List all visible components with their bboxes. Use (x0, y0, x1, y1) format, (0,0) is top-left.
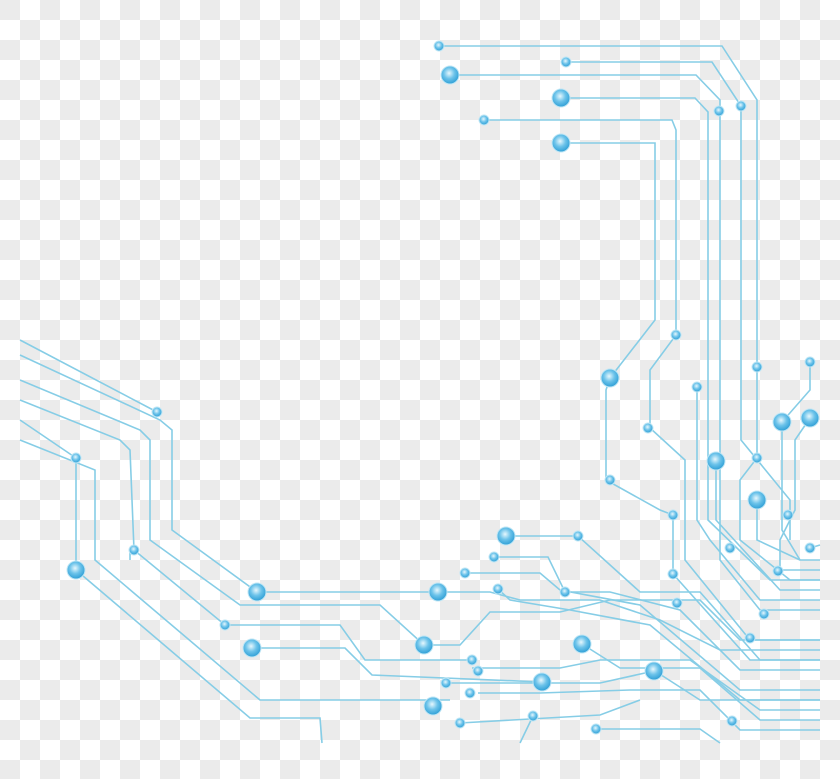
circuit-node (66, 560, 86, 580)
circuit-node (551, 133, 571, 153)
circuit-node (466, 654, 478, 666)
trace (781, 362, 820, 561)
trace (450, 74, 820, 611)
circuit-node (782, 509, 794, 521)
trace (779, 417, 820, 571)
circuit-node (551, 88, 571, 108)
circuit-node (414, 635, 434, 655)
circuit-node (772, 412, 792, 432)
circuit-node (744, 632, 756, 644)
trace (19, 439, 450, 701)
trace (484, 119, 820, 641)
circuit-node (454, 717, 466, 729)
circuit-node (247, 582, 267, 602)
circuit-node (128, 544, 140, 556)
trace (596, 728, 721, 744)
circuit-node (706, 451, 726, 471)
trace (715, 461, 820, 591)
circuit-node (604, 474, 616, 486)
circuit-node (642, 422, 654, 434)
circuit-node (527, 710, 539, 722)
circuit-node (560, 56, 572, 68)
circuit-node (758, 608, 770, 620)
circuit-node (70, 452, 82, 464)
circuit-node (691, 381, 703, 393)
trace (19, 399, 470, 661)
circuit-node (667, 568, 679, 580)
circuit-node (670, 329, 682, 341)
circuit-node (726, 715, 738, 727)
circuit-node (151, 406, 163, 418)
circuit-node (735, 100, 747, 112)
trace (566, 61, 791, 540)
circuit-node (532, 672, 552, 692)
circuit-node (671, 597, 683, 609)
trace (506, 535, 820, 661)
trace (739, 367, 820, 581)
trace (19, 354, 438, 593)
trace (472, 659, 820, 711)
circuit-node (459, 567, 471, 579)
trace (19, 339, 158, 413)
trace (424, 599, 820, 646)
circuit-node (747, 490, 767, 510)
circuit-node (590, 723, 602, 735)
circuit-node (559, 586, 571, 598)
circuit-node (713, 105, 725, 117)
circuit-nodes (66, 40, 820, 735)
trace (439, 45, 758, 367)
circuit-node (488, 551, 500, 563)
circuit-node (464, 687, 476, 699)
circuit-node (724, 542, 736, 554)
circuit-node (440, 65, 460, 85)
circuit-node (751, 452, 763, 464)
circuit-node (600, 368, 620, 388)
circuit-node (496, 526, 516, 546)
trace (561, 97, 820, 581)
circuit-node (804, 356, 816, 368)
trace (19, 419, 323, 744)
trace (465, 572, 820, 691)
trace (19, 379, 425, 646)
circuit-node (428, 582, 448, 602)
circuit-node (440, 677, 452, 689)
trace (494, 556, 820, 671)
trace (478, 689, 820, 731)
circuit-node (800, 408, 820, 428)
trace (446, 670, 655, 684)
circuit-node (472, 665, 484, 677)
circuit-node (433, 40, 445, 52)
circuit-node (423, 696, 443, 716)
circuit-node (667, 509, 679, 521)
circuit-node (572, 634, 592, 654)
trace (654, 670, 820, 701)
circuit-node (242, 638, 262, 658)
trace (459, 699, 641, 724)
trace (252, 647, 543, 683)
circuit-node (751, 361, 763, 373)
circuit-traces (19, 45, 821, 744)
trace (561, 142, 674, 516)
circuit-node (219, 619, 231, 631)
circuit-node (644, 661, 664, 681)
trace (756, 500, 801, 561)
circuit-node (772, 565, 784, 577)
circuit-node (492, 583, 504, 595)
trace (696, 387, 820, 601)
circuit-node (478, 114, 490, 126)
circuit-node (572, 530, 584, 542)
circuit-node (804, 542, 816, 554)
